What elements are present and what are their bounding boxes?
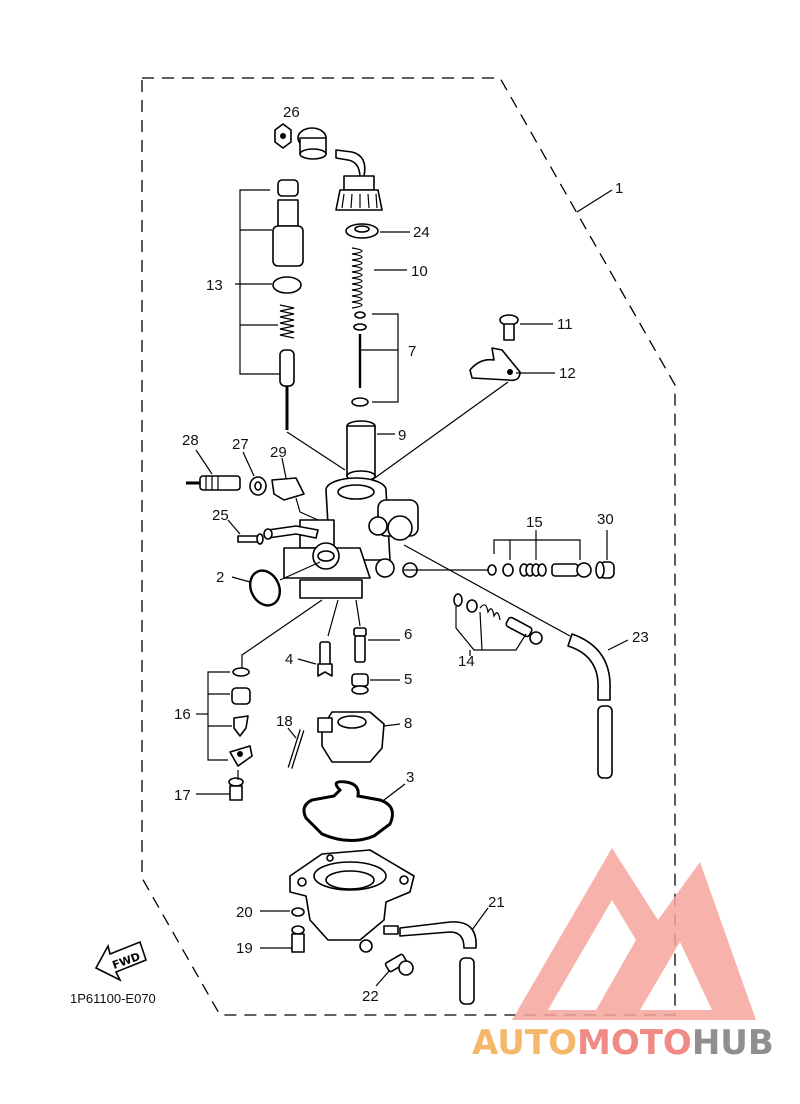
callout-8: 8 xyxy=(404,715,412,732)
callout-17: 17 xyxy=(174,787,191,804)
part-washer-24 xyxy=(345,223,379,239)
callout-30: 30 xyxy=(597,511,614,528)
callout-25: 25 xyxy=(212,507,229,524)
part-group-15 xyxy=(487,562,592,578)
part-carburetor-body xyxy=(283,477,419,599)
part-fuel-hose-small xyxy=(263,525,319,540)
part-screw-17 xyxy=(228,777,244,801)
callout-24: 24 xyxy=(413,224,430,241)
callout-labels: 1 2 3 4 5 6 7 8 9 10 11 12 13 14 15 16 1… xyxy=(174,104,649,1005)
part-group-14 xyxy=(453,593,543,645)
fwd-arrow-icon: FWD xyxy=(94,940,147,982)
part-float-bowl xyxy=(289,849,415,953)
part-oring-2 xyxy=(249,569,281,607)
callout-5: 5 xyxy=(404,671,412,688)
callout-20: 20 xyxy=(236,904,253,921)
part-spring-10 xyxy=(351,247,363,309)
part-starter-plunger-13 xyxy=(272,179,304,430)
callout-15: 15 xyxy=(526,514,543,531)
callout-22: 22 xyxy=(362,988,379,1005)
part-screw-25 xyxy=(237,533,264,545)
diagram-code: 1P61100-E070 xyxy=(70,991,156,1006)
callout-27: 27 xyxy=(232,436,249,453)
callout-11: 11 xyxy=(557,316,573,333)
callout-28: 28 xyxy=(182,432,199,449)
callout-6: 6 xyxy=(404,626,412,643)
part-plate-12 xyxy=(469,347,521,382)
callout-29: 29 xyxy=(270,444,287,461)
part-jet-6 xyxy=(353,627,367,663)
part-needle-7 xyxy=(351,311,369,407)
part-main-jet-5 xyxy=(351,673,369,695)
callout-9: 9 xyxy=(398,427,406,444)
part-group-16 xyxy=(229,667,253,767)
part-elbow-cap xyxy=(335,149,383,211)
callout-12: 12 xyxy=(559,365,576,382)
callout-14: 14 xyxy=(458,653,475,670)
part-pin-18 xyxy=(287,729,305,769)
callout-2: 2 xyxy=(216,569,224,586)
callout-16: 16 xyxy=(174,706,191,723)
part-throttle-valve-9 xyxy=(346,420,376,482)
callout-19: 19 xyxy=(236,940,253,957)
part-screw-28 xyxy=(186,475,241,491)
callout-4: 4 xyxy=(285,651,293,668)
part-needle-jet-4 xyxy=(317,641,333,677)
callout-26: 26 xyxy=(283,104,300,121)
part-drain-screw-22 xyxy=(384,953,414,976)
callout-3: 3 xyxy=(406,769,414,786)
callout-21: 21 xyxy=(488,894,505,911)
watermark-text: AUTOMOTOHUB xyxy=(472,1023,774,1063)
part-screw-11 xyxy=(499,314,519,341)
part-nut-26 xyxy=(274,123,292,149)
part-washer-20 xyxy=(291,907,305,917)
part-float-8 xyxy=(317,711,385,763)
callout-18: 18 xyxy=(276,713,293,730)
part-drain-hose-21 xyxy=(399,921,477,1005)
callout-23: 23 xyxy=(632,629,649,646)
watermark-logo-icon xyxy=(512,848,756,1020)
part-fuel-hose-23 xyxy=(567,633,613,779)
part-gasket-3 xyxy=(302,780,394,842)
part-bracket-29 xyxy=(271,477,305,501)
callout-1: 1 xyxy=(615,180,623,197)
callout-13: 13 xyxy=(206,277,223,294)
part-screw-19 xyxy=(291,925,305,953)
callout-10: 10 xyxy=(411,263,428,280)
part-cap-30 xyxy=(595,561,615,579)
callout-7: 7 xyxy=(408,343,416,360)
part-oring-27 xyxy=(249,476,267,496)
part-cap-top xyxy=(297,127,327,160)
